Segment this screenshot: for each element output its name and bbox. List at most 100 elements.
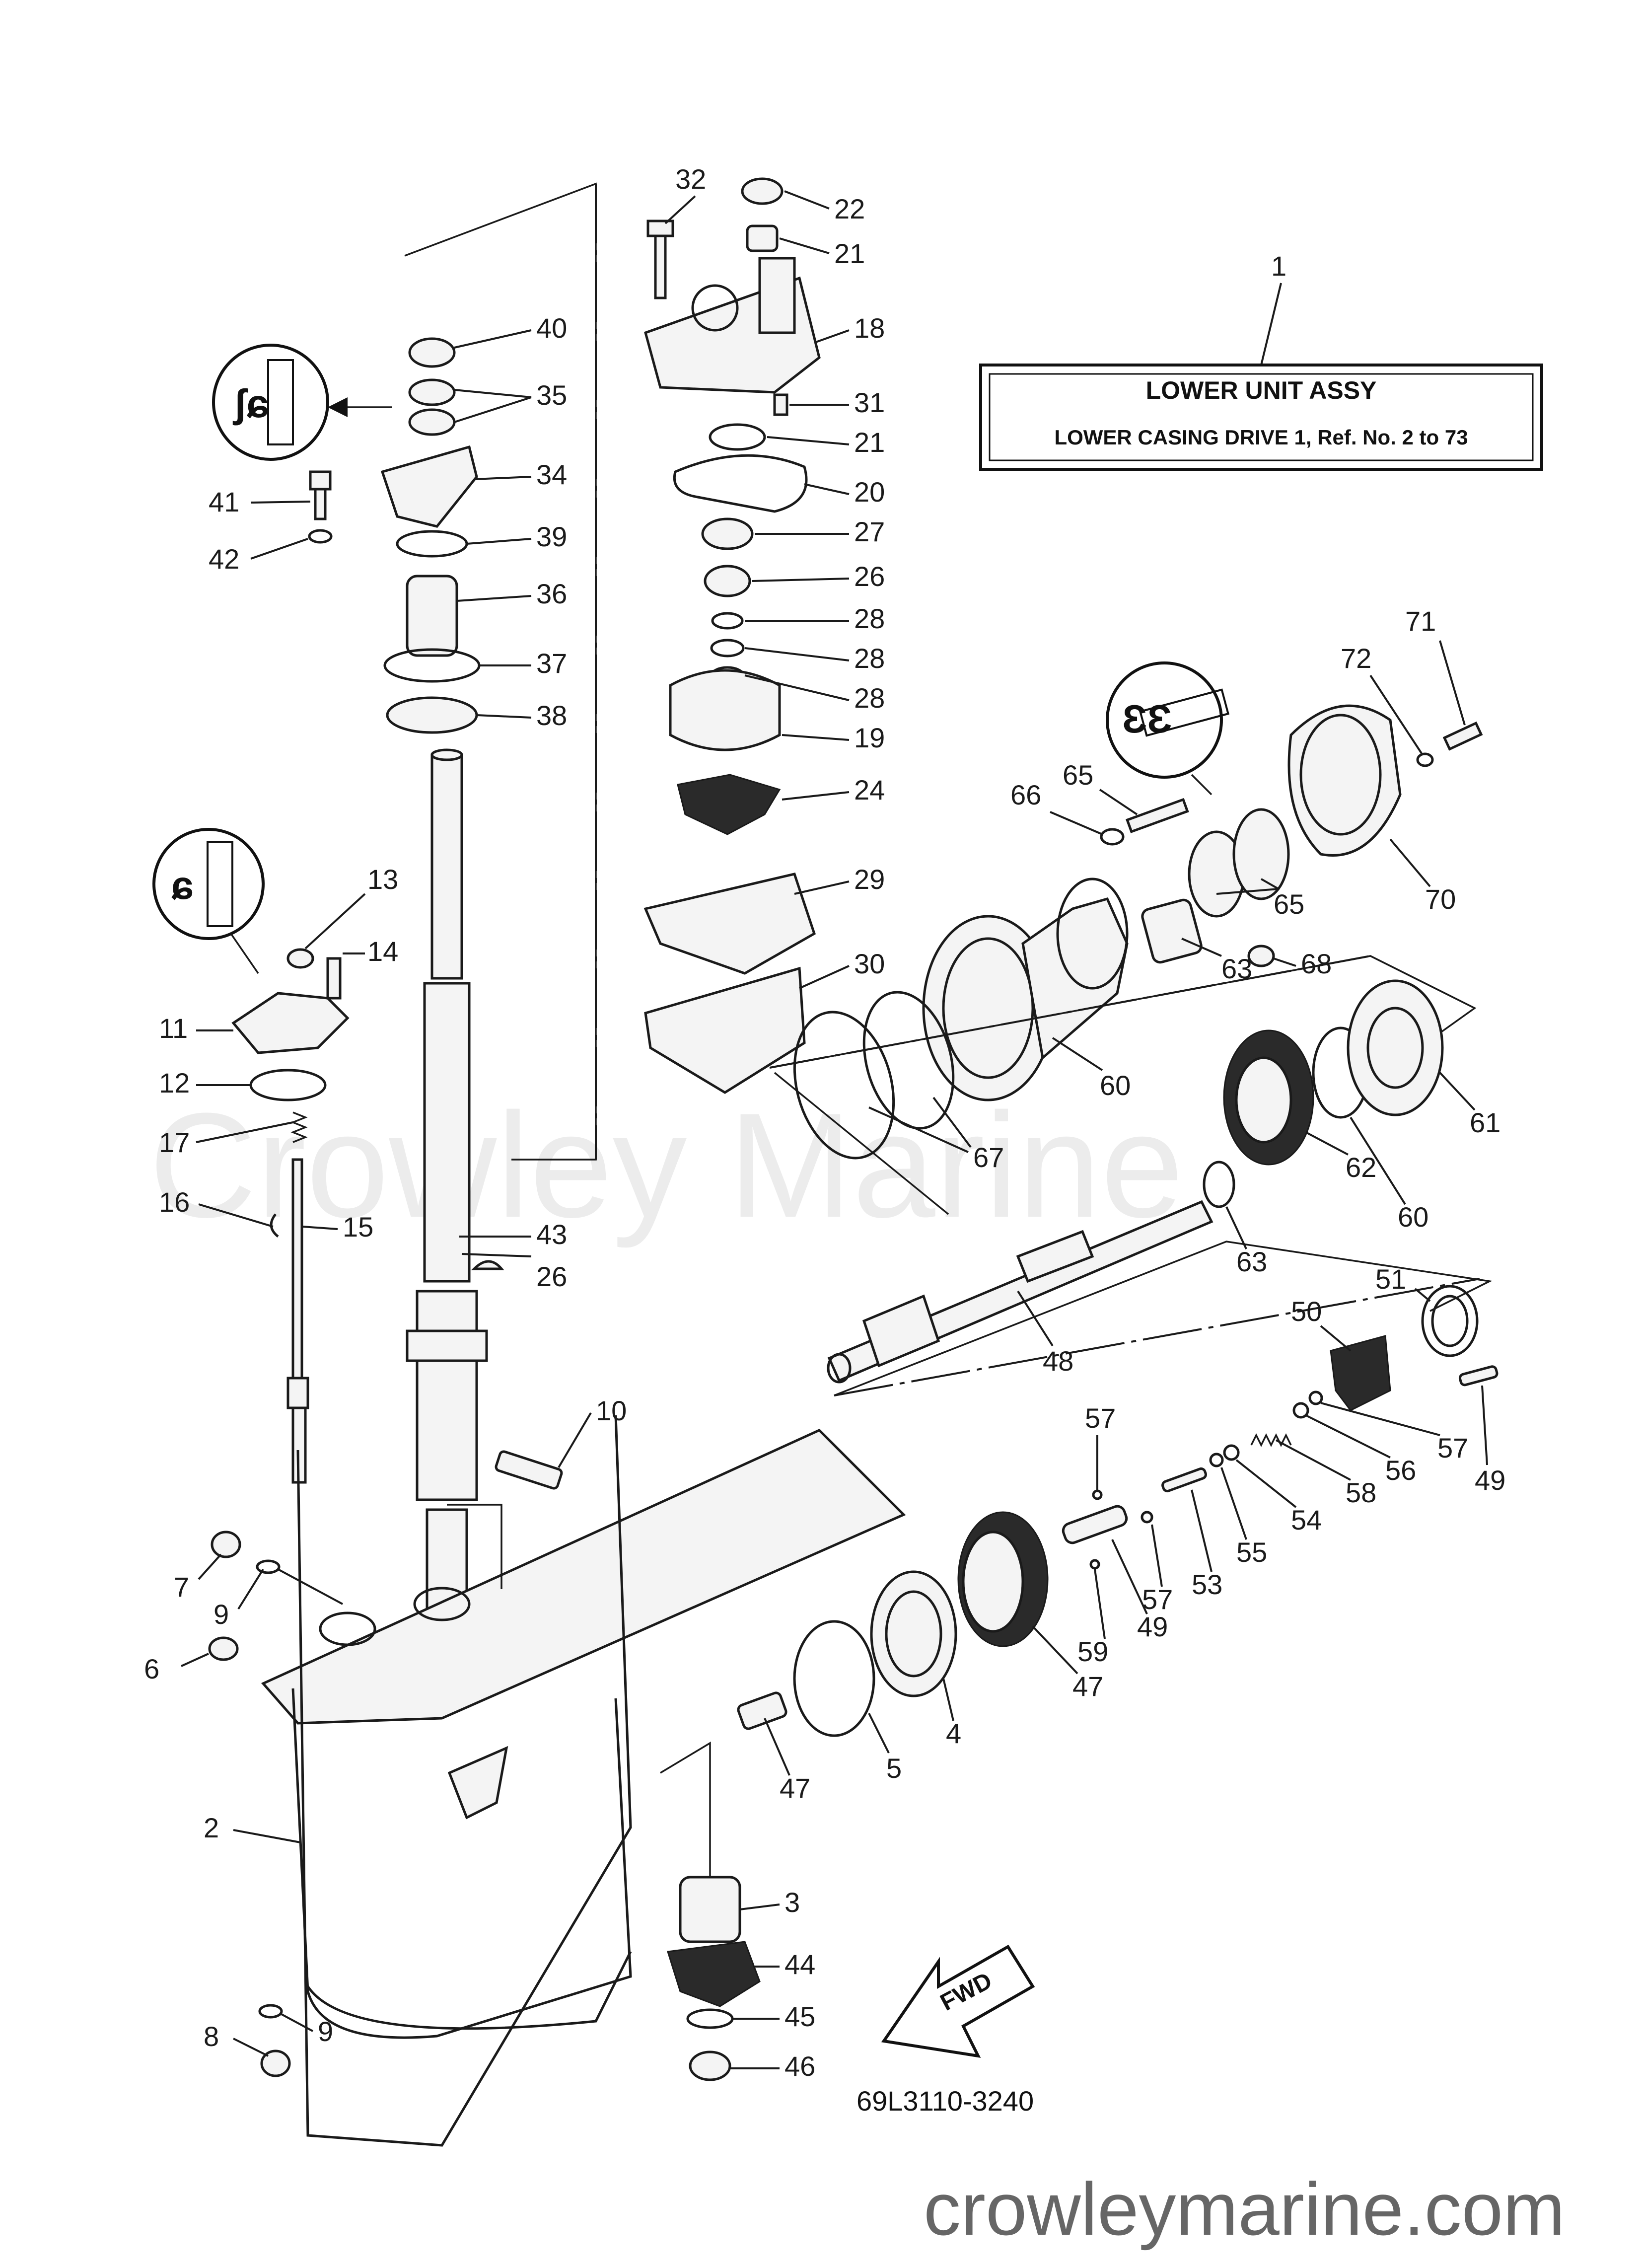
callout-label: 29 [854,864,885,895]
callout-label: 68 [1301,948,1332,979]
callout-label: 55 [1236,1536,1267,1568]
callout-label: 63 [1221,953,1252,984]
water-pump-group [643,177,821,1094]
callout-label: 62 [1346,1152,1376,1183]
callout-label: 39 [536,521,567,552]
callout-label: 31 [854,387,885,418]
callout-label: 66 [1010,779,1041,810]
callout-label: 21 [854,427,885,458]
callout-label: 49 [1137,1611,1168,1642]
callout-label: 28 [854,643,885,674]
o-rings-67 [793,991,955,1160]
callout-label: 6 [144,1653,159,1684]
callout-label: 17 [159,1127,190,1158]
callout-label: 47 [1072,1671,1103,1702]
callout-label: 70 [1425,883,1456,915]
callout-label: 57 [1142,1584,1173,1615]
pinion-group [660,1691,787,2081]
callout-label: 41 [209,486,239,517]
clutch-group [1141,1285,1499,1524]
callout-label: 21 [834,238,865,269]
callout-label: 4 [946,1718,961,1749]
reverse-gear-group [1203,979,1444,1208]
callout-label: 37 [536,648,567,679]
callout-label: 28 [854,682,885,714]
callout-label: 14 [367,936,398,967]
rear-group-bracket-lower [774,1072,949,1215]
callout-label: 46 [785,2050,815,2082]
callout-label: 40 [536,312,567,344]
propshaft-bracket [834,1241,1493,1396]
callout-label: 44 [785,1949,815,1980]
fwd-arrow-icon: FWD [881,1944,1035,2058]
callout-label: 57 [1437,1432,1468,1463]
callout-label: 12 [159,1067,190,1098]
callout-label: 26 [536,1261,567,1292]
bolt-41 [308,470,333,544]
callout-label: 7 [174,1571,189,1603]
callout-label: 42 [209,543,239,575]
callout-label: 38 [536,700,567,731]
propeller-shaft-48 [827,1200,1214,1384]
callout-label: 26 [854,561,885,592]
callout-label: 48 [1043,1345,1073,1377]
bearing-4-5 [793,1570,957,1737]
forward-gear-47 [957,1511,1049,1647]
svg-text:ƐƐ: ƐƐ [1122,697,1172,741]
magnifier-seal-66: ƐƐ [1106,661,1230,796]
callout-label: 65 [1274,888,1304,920]
callout-label: 19 [854,722,885,753]
callout-label: 24 [854,774,885,805]
casing-small-parts [208,1531,291,2077]
shift-rod-group [231,948,350,1484]
callout-label: 5 [886,1753,902,1784]
callout-label: 8 [204,2021,219,2052]
callout-label: 50 [1291,1296,1322,1327]
callout-label: 30 [854,948,885,979]
info-box-title: LOWER UNIT ASSY [1146,376,1377,404]
callout-label: 28 [854,603,885,634]
diagram-code: 69L3110-3240 [857,2085,1034,2117]
callout-label: 61 [1470,1107,1500,1138]
callout-label: 72 [1341,643,1371,674]
callout-label: 60 [1100,1070,1131,1101]
callout-label: 13 [367,864,398,895]
needle-bearings-65-66 [1100,798,1290,967]
watermark: Crowley Marine [149,1082,1184,1249]
svg-text:ʃɕ: ʃɕ [232,381,269,426]
callout-label: 35 [536,379,567,411]
callout-label: 2 [204,1812,219,1843]
callout-label: 9 [214,1599,229,1630]
magnifier-seal-35: ʃɕ [212,344,392,461]
callout-label: 15 [343,1211,373,1243]
callout-label: 10 [596,1395,627,1426]
callout-label: 71 [1405,605,1436,637]
lower-casing-2 [261,1415,906,2147]
callout-label: 65 [1063,759,1093,791]
magnifier-seal-11: ɕ [152,828,265,974]
callout-label: 49 [1475,1464,1505,1496]
callout-label: 60 [1398,1201,1428,1233]
callout-label: 22 [834,193,865,224]
callout-label: 43 [536,1219,567,1250]
info-box-subtitle: LOWER CASING DRIVE 1, Ref. No. 2 to 73 [1054,426,1468,449]
seal-housing-stack [380,337,481,734]
info-box: 1 LOWER UNIT ASSY LOWER CASING DRIVE 1, … [979,250,1543,471]
callout-label: 53 [1192,1569,1222,1600]
svg-text:ɕ: ɕ [171,863,194,907]
callout-label: 34 [536,459,567,490]
callout-label: 51 [1375,1263,1406,1295]
callout-label: 57 [1085,1402,1116,1434]
callout-label: 67 [973,1142,1004,1173]
callout-label: 9 [318,2016,333,2047]
callout-label: 59 [1077,1636,1108,1667]
callout-label: 11 [159,1013,188,1044]
callout-label: 18 [854,312,885,344]
website-url: crowleymarine.com [924,2167,1565,2251]
callout-label: 3 [785,1887,800,1918]
callout-label: 20 [854,476,885,508]
callout-label: 45 [785,2001,815,2032]
callout-label: 16 [159,1186,190,1218]
callout-label: 1 [1271,250,1286,282]
